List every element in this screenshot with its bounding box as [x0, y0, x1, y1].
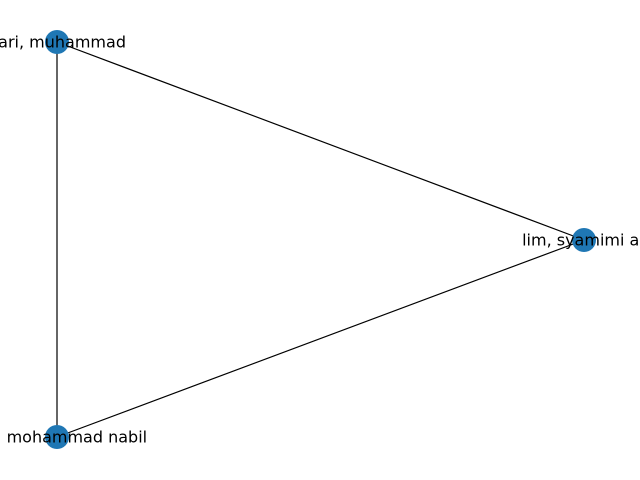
node-layer [45, 30, 596, 449]
edge-layer [56, 41, 585, 438]
graph-node [45, 425, 69, 449]
node-label: hari, muhammad [0, 33, 126, 52]
node-label: war, mohammad nabil [0, 428, 147, 447]
label-layer: hari, muhammad lim, syamimi ar war, mohamm… [0, 33, 640, 447]
graph-edge [56, 239, 585, 438]
graph-node [572, 228, 596, 252]
graph-edge [56, 41, 585, 241]
node-label: lim, syamimi ar [522, 231, 640, 250]
graph-node [45, 30, 69, 54]
